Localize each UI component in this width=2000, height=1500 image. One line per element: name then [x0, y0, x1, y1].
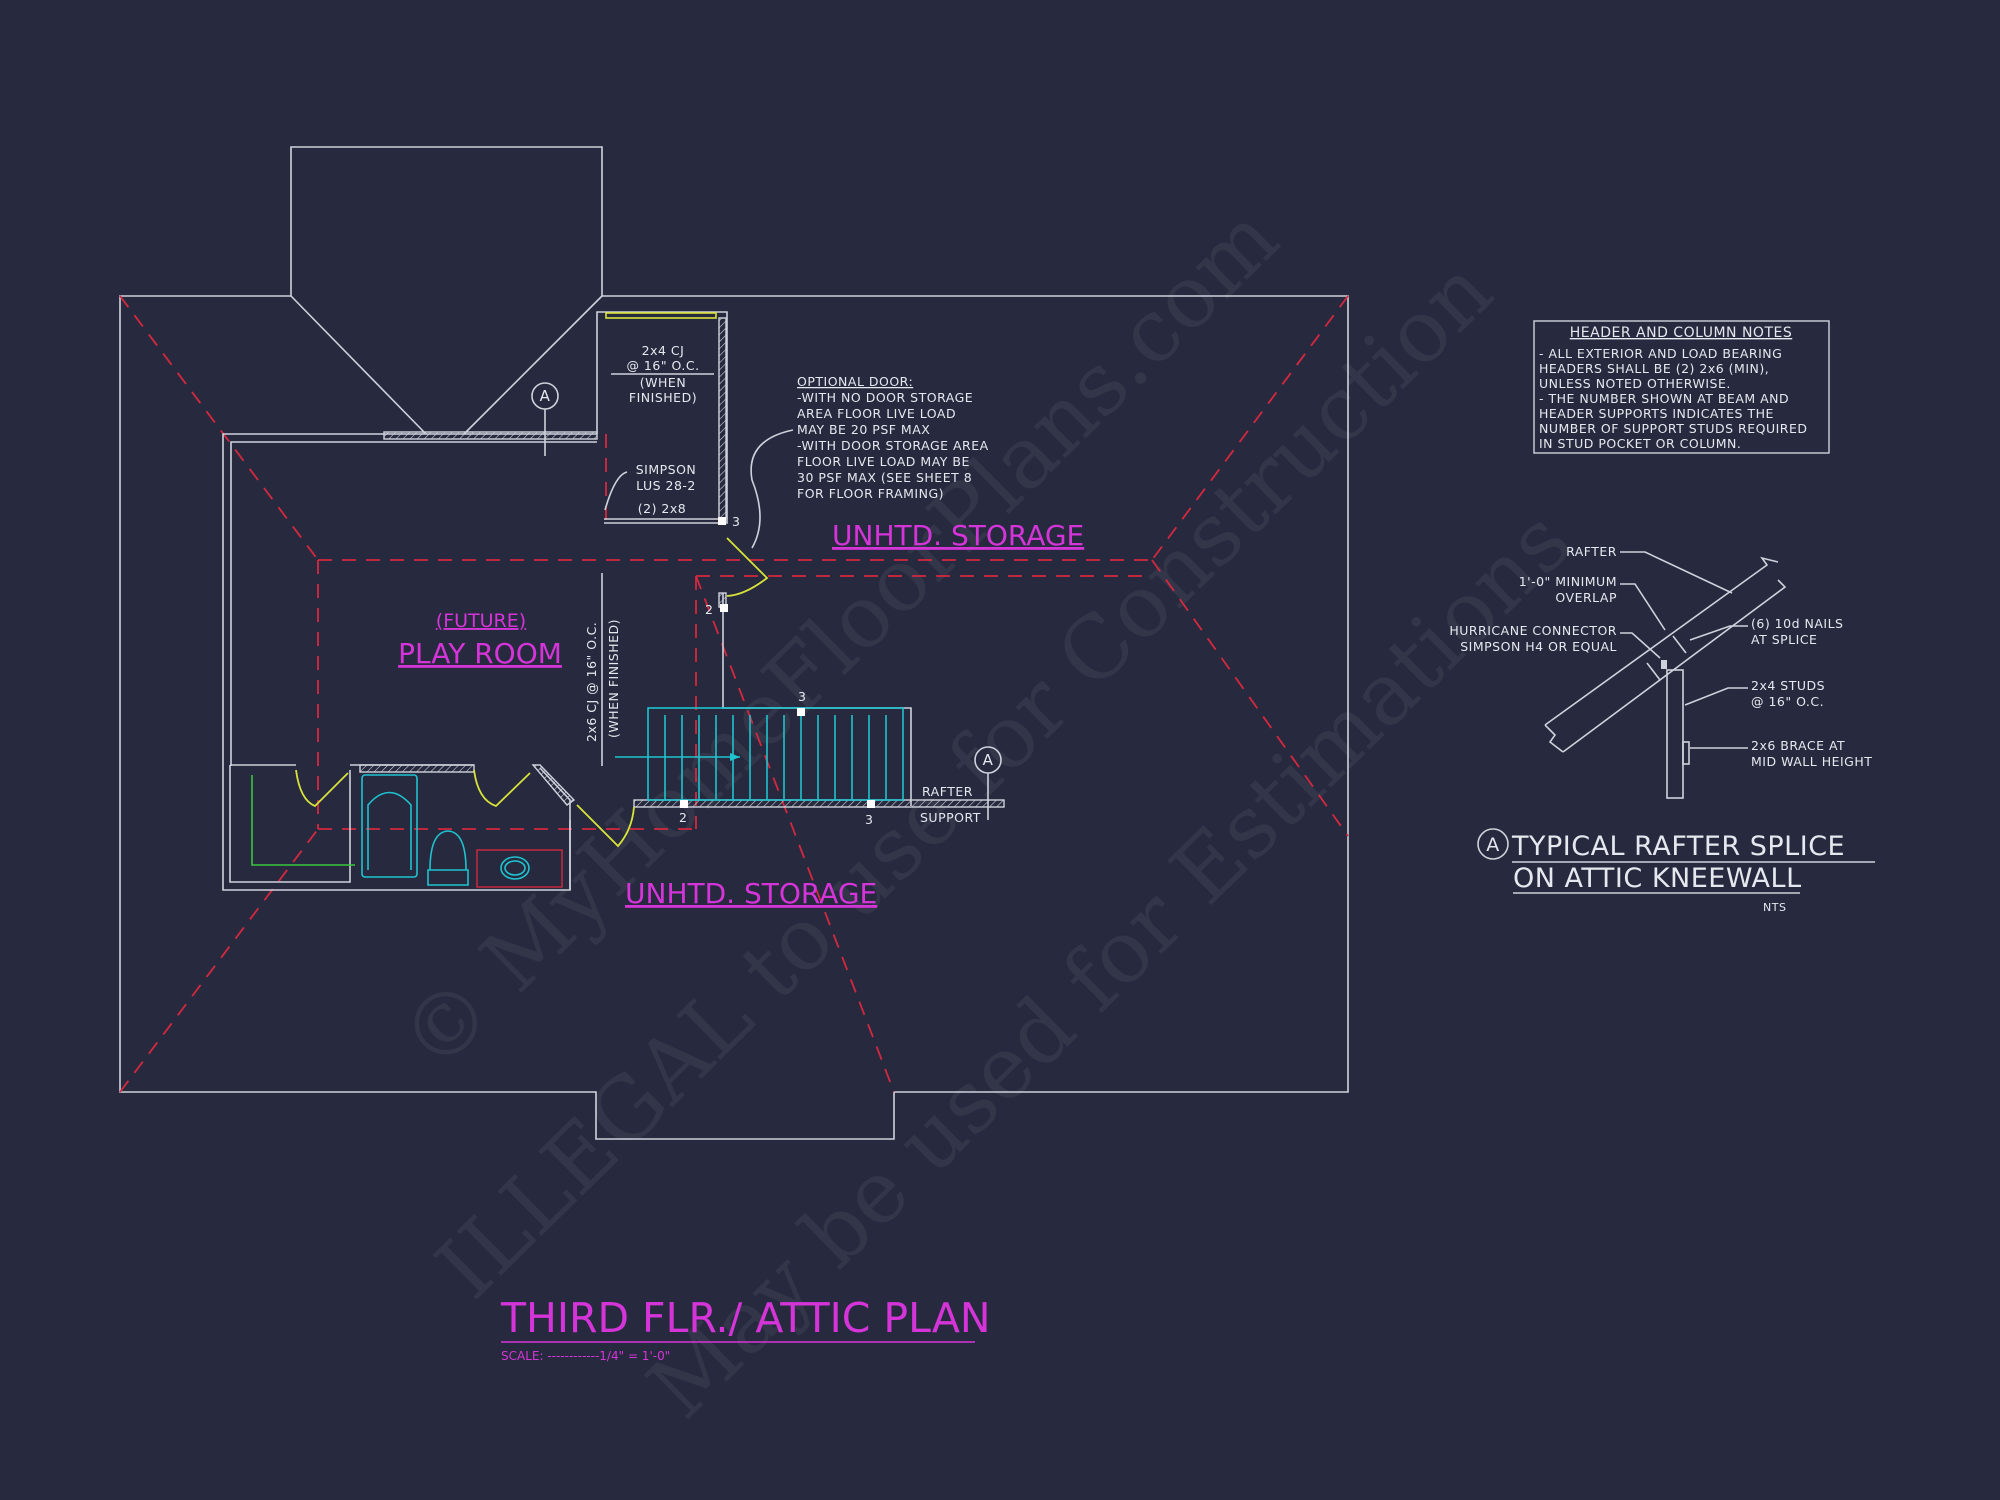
rafter-splice-detail: RAFTER 1'-0" MINIMUM OVERLAP HURRICANE C… — [1449, 544, 1875, 914]
svg-text:2x6 BRACE AT: 2x6 BRACE AT — [1751, 738, 1845, 753]
svg-text:HEADER SUPPORTS INDICATES THE: HEADER SUPPORTS INDICATES THE — [1539, 406, 1774, 421]
stud-posts: 3 2 3 2 3 — [679, 514, 875, 827]
svg-text:@ 16" O.C.: @ 16" O.C. — [1751, 694, 1824, 709]
svg-text:-WITH DOOR STORAGE AREA: -WITH DOOR STORAGE AREA — [797, 438, 989, 453]
sink — [500, 856, 530, 880]
sheet-title: THIRD FLR./ ATTIC PLAN SCALE: ----------… — [500, 1294, 991, 1363]
plan-scale: SCALE: ------------1/4" = 1'-0" — [501, 1349, 670, 1363]
stud-count: 2 — [679, 810, 687, 825]
future-label: (FUTURE) — [436, 610, 526, 632]
svg-text:HURRICANE CONNECTOR: HURRICANE CONNECTOR — [1449, 623, 1617, 638]
svg-text:RAFTER: RAFTER — [1566, 544, 1617, 559]
toilet — [427, 830, 469, 886]
svg-text:FOR FLOOR FRAMING): FOR FLOOR FRAMING) — [797, 486, 944, 501]
svg-text:SIMPSON H4 OR EQUAL: SIMPSON H4 OR EQUAL — [1460, 639, 1617, 654]
svg-text:MID WALL HEIGHT: MID WALL HEIGHT — [1751, 754, 1872, 769]
plan-title: THIRD FLR./ ATTIC PLAN — [500, 1294, 991, 1342]
hip-lines — [119, 295, 1349, 1093]
optional-door-swing — [726, 537, 769, 597]
svg-text:AREA FLOOR LIVE LOAD: AREA FLOOR LIVE LOAD — [797, 406, 956, 421]
simpson-hanger-note: SIMPSON LUS 28-2 (2) 2x8 — [604, 462, 697, 516]
stud-count: 2 — [705, 602, 713, 617]
notes-title: HEADER AND COLUMN NOTES — [1570, 325, 1792, 341]
stud-count: 3 — [732, 514, 740, 529]
detail-title: TYPICAL RAFTER SPLICE — [1511, 831, 1845, 862]
svg-text:RAFTER: RAFTER — [922, 784, 973, 799]
ceiling-joist-note-vertical: 2x6 CJ @ 16" O.C. (WHEN FINISHED) — [584, 573, 621, 766]
svg-text:(WHEN: (WHEN — [640, 375, 686, 390]
svg-text:-WITH NO DOOR STORAGE: -WITH NO DOOR STORAGE — [797, 390, 973, 405]
rafter-support-label: RAFTER SUPPORT — [920, 784, 981, 825]
ceiling-joist-note-top: 2x4 CJ @ 16" O.C. (WHEN FINISHED) — [611, 343, 714, 405]
watermark: © MyHomeFloorPlans.com ILLEGAL to use fo… — [382, 188, 1590, 1438]
roof-outline — [119, 146, 1349, 1140]
svg-text:1'-0" MINIMUM: 1'-0" MINIMUM — [1519, 574, 1617, 589]
stairs — [615, 707, 904, 801]
optional-door-note: OPTIONAL DOOR: -WITH NO DOOR STORAGE ARE… — [750, 374, 989, 549]
svg-text:OVERLAP: OVERLAP — [1555, 590, 1617, 605]
hurricane-connector — [1661, 660, 1667, 669]
detail-marker: A — [1486, 834, 1500, 856]
svg-text:AT SPLICE: AT SPLICE — [1751, 632, 1817, 647]
door-swing — [473, 769, 531, 808]
svg-text:HEADERS SHALL BE (2) 2x6 (MIN): HEADERS SHALL BE (2) 2x6 (MIN), — [1539, 361, 1769, 376]
svg-text:2x6 CJ @ 16" O.C.: 2x6 CJ @ 16" O.C. — [584, 622, 599, 742]
section-marker-a-rafter[interactable]: A — [974, 746, 1002, 820]
svg-text:IN STUD POCKET OR COLUMN.: IN STUD POCKET OR COLUMN. — [1539, 436, 1741, 451]
svg-text:UNLESS NOTED OTHERWISE.: UNLESS NOTED OTHERWISE. — [1539, 376, 1731, 391]
svg-text:- ALL EXTERIOR AND LOAD BEARIN: - ALL EXTERIOR AND LOAD BEARING — [1539, 346, 1782, 361]
svg-text:MAY BE 20 PSF MAX: MAY BE 20 PSF MAX — [797, 422, 930, 437]
header-column-notes: HEADER AND COLUMN NOTES - ALL EXTERIOR A… — [1533, 320, 1830, 454]
svg-text:FLOOR LIVE LOAD MAY BE: FLOOR LIVE LOAD MAY BE — [797, 454, 970, 469]
section-marker-label: A — [540, 387, 551, 405]
svg-text:(6) 10d NAILS: (6) 10d NAILS — [1751, 616, 1843, 631]
storage-label-upper: UNHTD. STORAGE — [832, 519, 1084, 552]
svg-text:- THE NUMBER SHOWN AT BEAM AND: - THE NUMBER SHOWN AT BEAM AND — [1539, 391, 1789, 406]
bathtub — [361, 774, 418, 878]
svg-text:SUPPORT: SUPPORT — [920, 810, 981, 825]
brace — [1682, 741, 1690, 765]
section-marker-label: A — [983, 751, 994, 769]
svg-text:NUMBER OF SUPPORT STUDS REQUIR: NUMBER OF SUPPORT STUDS REQUIRED — [1539, 421, 1808, 436]
svg-text:(WHEN FINISHED): (WHEN FINISHED) — [606, 619, 621, 738]
svg-text:2x4 CJ: 2x4 CJ — [642, 343, 685, 358]
closet-window — [605, 312, 717, 319]
svg-text:FINISHED): FINISHED) — [629, 390, 697, 405]
svg-text:SIMPSON: SIMPSON — [636, 462, 697, 477]
door-swing — [295, 769, 349, 808]
section-marker-a[interactable]: A — [531, 382, 559, 456]
room-labels: (FUTURE) PLAY ROOM UNHTD. STORAGE UNHTD.… — [398, 519, 1084, 910]
door-swing — [576, 804, 635, 848]
not-to-scale: NTS — [1763, 901, 1786, 914]
rafter-support-beam — [633, 799, 1005, 808]
play-room-label: PLAY ROOM — [398, 637, 562, 670]
stud-count: 3 — [865, 812, 873, 827]
stud-count: 3 — [798, 689, 806, 704]
svg-text:30 PSF MAX (SEE SHEET 8: 30 PSF MAX (SEE SHEET 8 — [797, 470, 972, 485]
hatched-wall-top — [383, 431, 598, 440]
detail-subtitle: ON ATTIC KNEEWALL — [1513, 863, 1802, 894]
svg-text:@ 16" O.C.: @ 16" O.C. — [626, 358, 699, 373]
stud — [1666, 669, 1684, 799]
attic-walls — [222, 311, 1005, 891]
svg-text:(2) 2x8: (2) 2x8 — [638, 501, 686, 516]
storage-label-lower: UNHTD. STORAGE — [625, 877, 877, 910]
svg-text:OPTIONAL DOOR:: OPTIONAL DOOR: — [797, 374, 913, 389]
svg-text:LUS 28-2: LUS 28-2 — [636, 478, 696, 493]
svg-text:2x4 STUDS: 2x4 STUDS — [1751, 678, 1825, 693]
